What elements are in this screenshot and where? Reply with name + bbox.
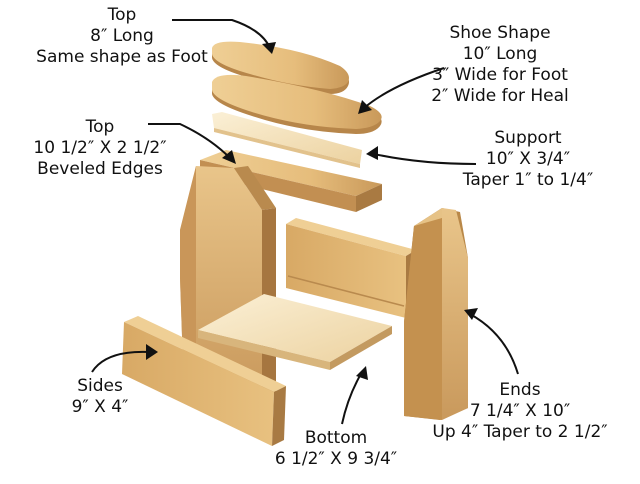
arrowhead-support (366, 146, 378, 160)
front-side-panel (122, 316, 286, 446)
label-bottom-line-1: Bottom (304, 428, 368, 448)
arrowhead-bottom (356, 366, 368, 380)
arrowhead-shoe-shape (358, 100, 372, 114)
label-sides-line-1: Sides (77, 376, 123, 396)
arrowhead-top-piece (262, 42, 276, 54)
arrowhead-ends (464, 308, 478, 320)
arrow-bottom (341, 371, 363, 425)
label-shoe-shape: Shoe Shape 10″ Long 3″ Wide for Foot 2″ … (412, 23, 588, 107)
label-shoe-shape-line-4: 2″ Wide for Heal (431, 86, 569, 106)
label-top-board-line-1: Top (85, 117, 115, 137)
label-support-line-3: Taper 1″ to 1/4″ (462, 170, 594, 190)
support-wedge (212, 112, 362, 168)
label-top-piece: Top 8″ Long Same shape as Foot (22, 5, 222, 68)
bottom-board (198, 294, 392, 370)
label-top-piece-line-2: 8″ Long (90, 26, 154, 46)
label-top-board: Top 10 1/2″ X 2 1/2″ Beveled Edges (20, 117, 180, 180)
arrow-sides (91, 350, 151, 373)
label-sides: Sides 9″ X 4″ (40, 376, 160, 418)
label-ends-line-1: Ends (499, 380, 541, 400)
label-top-piece-line-1: Top (107, 5, 137, 25)
label-ends-line-3: Up 4″ Taper to 2 1/2″ (432, 422, 608, 442)
label-shoe-shape-line-3: 3″ Wide for Foot (432, 65, 568, 85)
label-ends-line-2: 7 1/4″ X 10″ (469, 401, 571, 421)
label-shoe-shape-line-2: 10″ Long (462, 44, 538, 64)
leader-arrows (91, 19, 519, 425)
back-side-panel (286, 218, 416, 318)
top-shoe-piece (212, 41, 349, 94)
label-support-line-2: 10″ X 3/4″ (485, 149, 571, 169)
arrow-ends (469, 313, 519, 375)
label-top-board-line-3: Beveled Edges (37, 159, 163, 179)
arrow-shoe-shape (363, 67, 445, 109)
label-bottom: Bottom 6 1/2″ X 9 3/4″ (246, 428, 426, 470)
arrow-top-board (148, 123, 231, 159)
arrowhead-top-board (222, 150, 236, 164)
label-support-line-1: Support (494, 128, 562, 148)
shoe-shape-piece (212, 74, 382, 134)
label-top-board-line-2: 10 1/2″ X 2 1/2″ (33, 138, 167, 158)
label-sides-line-2: 9″ X 4″ (71, 397, 129, 417)
arrow-support (373, 153, 477, 165)
label-top-piece-line-3: Same shape as Foot (36, 47, 208, 67)
label-ends: Ends 7 1/4″ X 10″ Up 4″ Taper to 2 1/2″ (410, 380, 630, 443)
label-support: Support 10″ X 3/4″ Taper 1″ to 1/4″ (448, 128, 608, 191)
right-end-panel (404, 208, 468, 420)
label-bottom-line-2: 6 1/2″ X 9 3/4″ (274, 449, 398, 469)
arrowhead-sides (146, 344, 158, 360)
label-shoe-shape-line-1: Shoe Shape (449, 23, 551, 43)
